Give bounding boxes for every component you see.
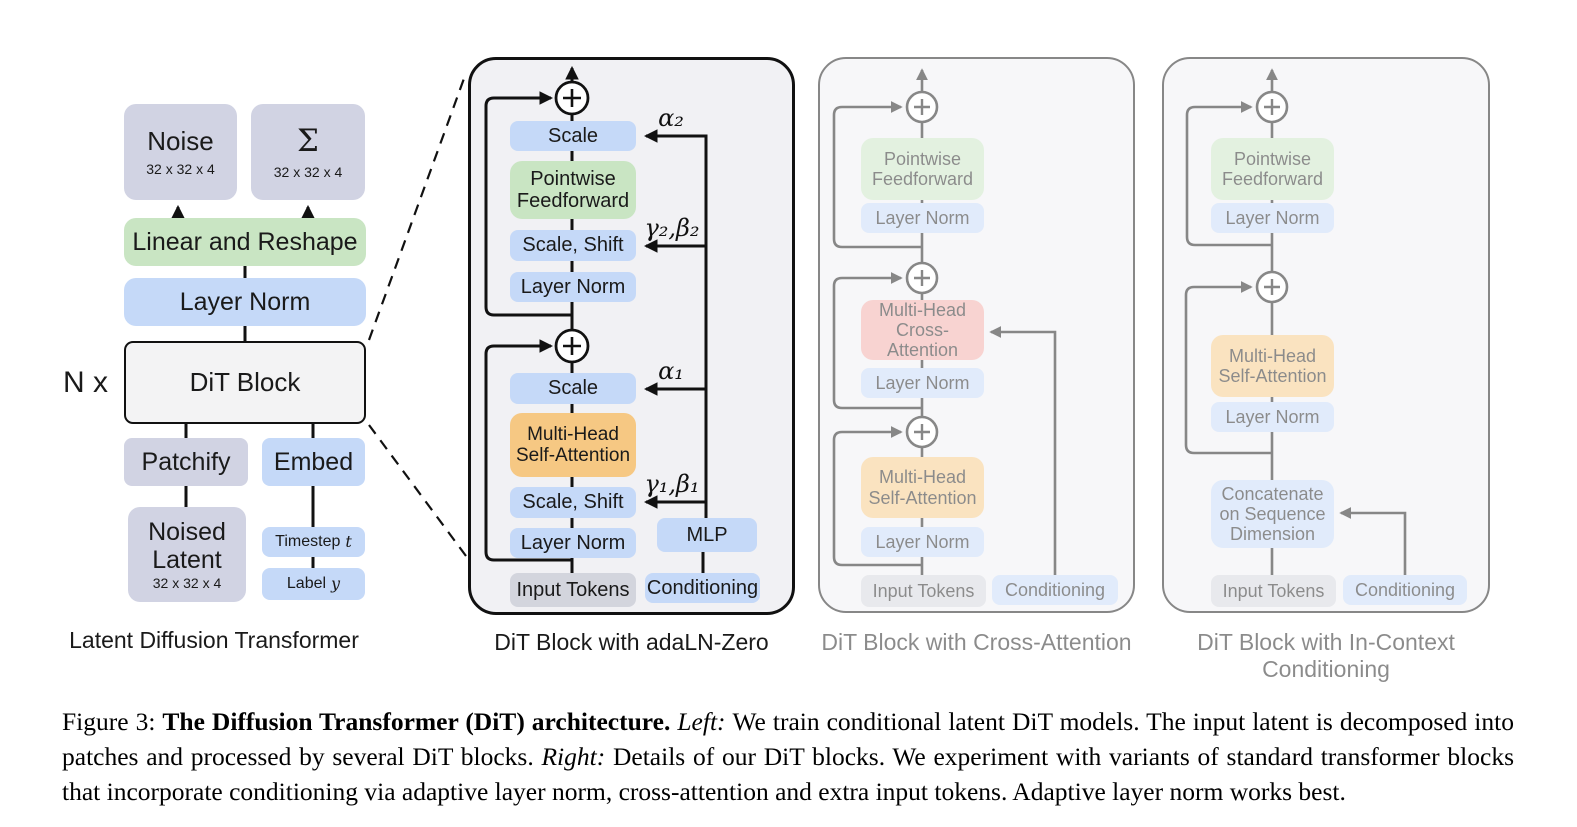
- patchify-box: Patchify: [124, 438, 248, 486]
- layer-norm-box: Layer Norm: [124, 278, 366, 326]
- noised-latent-label: Noised Latent: [148, 517, 226, 574]
- noise-label: Noise: [147, 125, 214, 156]
- sigma-label: Σ: [297, 122, 319, 159]
- noise-output-box: Noise 32 x 32 x 4: [124, 104, 237, 200]
- input-tokens-box: Input Tokens: [510, 573, 636, 607]
- scale-shift-top-box: Scale, Shift: [510, 230, 636, 261]
- layer-norm-bottom-box: Layer Norm: [861, 527, 984, 557]
- layer-norm-top-box: Layer Norm: [510, 272, 636, 302]
- left-panel-caption: Latent Diffusion Transformer: [69, 627, 359, 653]
- input-tokens-box: Input Tokens: [861, 575, 986, 607]
- linear-reshape-box: Linear and Reshape: [124, 218, 366, 266]
- gamma-beta1-label: γ₁,β₁: [644, 470, 700, 498]
- sigma-output-box: Σ 32 x 32 x 4: [251, 104, 365, 200]
- concatenate-box: Concatenate on Sequence Dimension: [1211, 480, 1334, 548]
- pointwise-feedforward-box: Pointwise Feedforward: [861, 138, 984, 200]
- conditioning-box: Conditioning: [645, 573, 760, 603]
- cross-panel-caption: DiT Block with Cross-Attention: [821, 629, 1132, 655]
- conditioning-box: Conditioning: [992, 575, 1118, 605]
- alpha2-label: α₂: [658, 104, 684, 132]
- adaln-panel-caption: DiT Block with adaLN-Zero: [494, 629, 769, 655]
- noise-dims: 32 x 32 x 4: [146, 160, 215, 177]
- right-description: Details of our DiT blocks. We experiment…: [62, 741, 1514, 806]
- noised-latent-box: Noised Latent 32 x 32 x 4: [128, 507, 246, 602]
- conditioning-box: Conditioning: [1343, 575, 1467, 605]
- layer-norm-bottom-box: Layer Norm: [510, 528, 636, 558]
- incontext-panel-caption: DiT Block with In-Context Conditioning: [1197, 629, 1455, 682]
- dit-block-box: DiT Block: [124, 341, 366, 424]
- alpha1-label: α₁: [658, 357, 684, 385]
- timestep-var: t: [345, 532, 352, 552]
- gamma-beta2-label: γ₂,β₂: [644, 214, 700, 242]
- figure-number: Figure 3:: [62, 706, 163, 736]
- multi-head-cross-attention-box: Multi-Head Cross-Attention: [861, 300, 984, 360]
- scale-top-box: Scale: [510, 121, 636, 151]
- right-marker: Right:: [541, 741, 613, 771]
- scale-shift-bottom-box: Scale, Shift: [510, 487, 636, 518]
- label-y-label: Label: [286, 575, 327, 593]
- layer-norm-top-box: Layer Norm: [1211, 203, 1334, 233]
- label-y-var: y: [331, 574, 341, 594]
- left-marker: Left:: [677, 706, 733, 736]
- timestep-label: Timestep: [275, 533, 341, 551]
- figure-title: The Diffusion Transformer (DiT) architec…: [162, 706, 678, 736]
- scale-bottom-box: Scale: [510, 373, 636, 404]
- pointwise-feedforward-box: Pointwise Feedforward: [510, 161, 636, 219]
- layer-norm-mid-box: Layer Norm: [861, 368, 984, 398]
- embed-box: Embed: [262, 438, 365, 486]
- n-times-label: N x: [63, 366, 108, 399]
- multi-head-self-attention-box: Multi-Head Self-Attention: [861, 457, 984, 518]
- figure-caption: Figure 3: The Diffusion Transformer (DiT…: [62, 704, 1514, 809]
- sigma-dims: 32 x 32 x 4: [273, 163, 343, 180]
- pointwise-feedforward-box: Pointwise Feedforward: [1211, 138, 1334, 200]
- noised-latent-dims: 32 x 32 x 4: [152, 574, 222, 591]
- layer-norm-top-box: Layer Norm: [861, 203, 984, 233]
- left-description: We train conditional latent DiT models. …: [62, 706, 1514, 771]
- mlp-box: MLP: [657, 518, 757, 552]
- input-tokens-box: Input Tokens: [1211, 575, 1336, 607]
- multi-head-self-attention-box: Multi-Head Self-Attention: [510, 413, 636, 477]
- layer-norm-bottom-box: Layer Norm: [1211, 402, 1334, 432]
- multi-head-self-attention-box: Multi-Head Self-Attention: [1211, 335, 1334, 397]
